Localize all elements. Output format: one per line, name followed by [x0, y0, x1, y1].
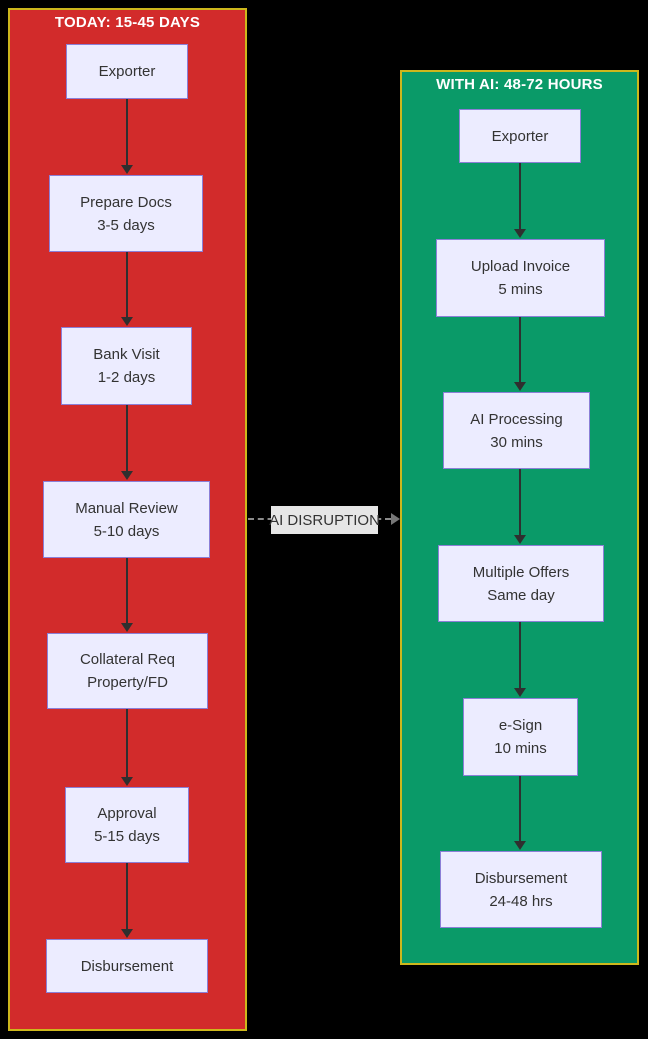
- node-sublabel: Property/FD: [87, 674, 168, 691]
- node-sublabel: 24-48 hrs: [489, 892, 553, 910]
- arrow-down-icon: [514, 688, 526, 697]
- panel-with-ai-title: WITH AI: 48-72 HOURS: [436, 76, 603, 93]
- node-label: Exporter: [491, 127, 549, 145]
- arrow-line: [126, 405, 128, 471]
- arrow-line: [126, 558, 128, 623]
- node-label: Bank Visit: [93, 346, 160, 363]
- node-label: e-Sign: [498, 717, 543, 734]
- arrow-line: [519, 163, 521, 229]
- arrow-line: [126, 99, 128, 165]
- node-exporter-ai: Exporter: [459, 109, 581, 163]
- arrow-down-icon: [514, 229, 526, 238]
- node-manual-review: Manual Review 5-10 days: [43, 481, 210, 558]
- node-sublabel: 1-2 days: [97, 369, 156, 386]
- panel-with-ai: WITH AI: 48-72 HOURS Exporter Upload Inv…: [400, 70, 639, 965]
- arrow-line: [519, 317, 521, 382]
- arrow-line: [519, 622, 521, 688]
- arrow-down-icon: [121, 777, 133, 786]
- node-sublabel: 5 mins: [498, 281, 543, 298]
- arrow-down-icon: [121, 623, 133, 632]
- node-sublabel: 5-15 days: [94, 828, 160, 845]
- node-collateral-req: Collateral Req Property/FD: [47, 633, 208, 709]
- arrow-line: [126, 863, 128, 929]
- arrow-right-icon: [391, 513, 400, 525]
- node-exporter-today: Exporter: [66, 44, 188, 99]
- node-esign: e-Sign 10 mins: [463, 698, 578, 776]
- panel-today: TODAY: 15-45 DAYS Exporter Prepare Docs …: [8, 8, 247, 1031]
- node-approval: Approval 5-15 days: [65, 787, 189, 863]
- node-sublabel: 5-10 days: [93, 522, 160, 540]
- node-disbursement-today: Disbursement: [46, 939, 208, 993]
- node-label: Disbursement: [474, 869, 568, 887]
- node-sublabel: Same day: [487, 586, 555, 604]
- node-label: Manual Review: [75, 499, 178, 517]
- panel-today-title: TODAY: 15-45 DAYS: [54, 14, 201, 31]
- node-sublabel: 10 mins: [494, 740, 547, 757]
- node-label: Upload Invoice: [470, 258, 571, 275]
- arrow-down-icon: [514, 382, 526, 391]
- node-label: Disbursement: [80, 957, 174, 975]
- arrow-down-icon: [121, 317, 133, 326]
- node-sublabel: 30 mins: [490, 433, 543, 451]
- arrow-down-icon: [121, 929, 133, 938]
- node-label: Exporter: [98, 63, 156, 80]
- node-sublabel: 3-5 days: [97, 216, 155, 234]
- node-bank-visit: Bank Visit 1-2 days: [61, 327, 192, 405]
- node-label: Approval: [97, 805, 157, 822]
- arrow-down-icon: [121, 471, 133, 480]
- arrow-down-icon: [121, 165, 133, 174]
- node-label: Multiple Offers: [472, 563, 570, 581]
- ai-disruption-label: AI DISRUPTION: [269, 506, 380, 534]
- node-label: AI Processing: [470, 410, 563, 428]
- arrow-line: [126, 709, 128, 777]
- node-label: Collateral Req: [79, 651, 176, 668]
- arrow-line: [126, 252, 128, 317]
- arrow-down-icon: [514, 841, 526, 850]
- arrow-line: [519, 469, 521, 535]
- arrow-down-icon: [514, 535, 526, 544]
- node-multiple-offers: Multiple Offers Same day: [438, 545, 604, 622]
- node-ai-processing: AI Processing 30 mins: [443, 392, 590, 469]
- node-disbursement-ai: Disbursement 24-48 hrs: [440, 851, 602, 928]
- node-prepare-docs: Prepare Docs 3-5 days: [49, 175, 203, 252]
- arrow-line: [519, 776, 521, 841]
- node-upload-invoice: Upload Invoice 5 mins: [436, 239, 605, 317]
- node-label: Prepare Docs: [80, 193, 172, 211]
